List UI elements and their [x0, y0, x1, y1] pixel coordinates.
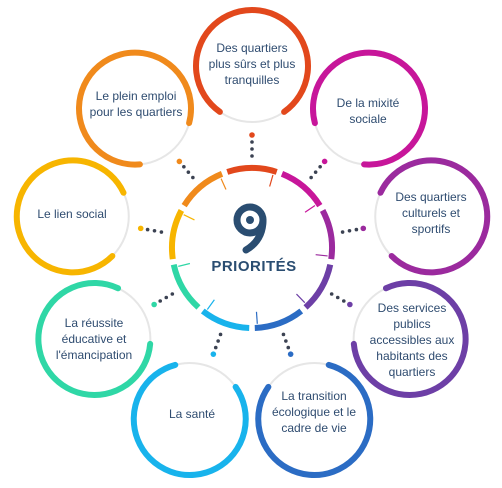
- connector-dot-security: [249, 132, 255, 138]
- connector-dot-culture-sport: [360, 225, 367, 232]
- connector-dot-employment: [176, 158, 183, 165]
- connector-dot-employment: [191, 175, 195, 180]
- connector-dot-social-link: [159, 230, 164, 234]
- connectors: [137, 132, 367, 357]
- connector-dot-public-services: [347, 301, 353, 308]
- connector-dot-social-mix: [309, 175, 313, 180]
- connector-dot-ecology: [281, 332, 286, 337]
- outer-rings: [13, 7, 491, 479]
- hub-segment-ecology: [254, 308, 304, 331]
- hub-segment-social-link: [169, 209, 185, 260]
- ring-arc-employment: [76, 49, 194, 168]
- connector-dot-ecology: [284, 339, 288, 343]
- hub-segment-culture-sport: [319, 209, 335, 260]
- connector-dot-social-mix: [318, 164, 322, 169]
- connector-dot-education: [151, 301, 157, 308]
- hub-tick-health: [206, 299, 215, 310]
- connector-dot-social-mix: [321, 158, 328, 165]
- hub-segment-security: [226, 165, 278, 175]
- connector-dot-social-link: [145, 227, 150, 232]
- connector-dot-education: [158, 299, 163, 303]
- connector-dot-culture-sport: [354, 227, 359, 232]
- priority-label-education: La réussite éducative et l'émancipation: [55, 316, 133, 362]
- connector-dot-health: [210, 351, 217, 357]
- hub-tick-public-services: [296, 293, 306, 304]
- ring-arc-social-mix: [310, 49, 428, 168]
- ring-arc-health: [130, 361, 249, 479]
- hub-tick-employment: [220, 178, 227, 190]
- hub-tick-ecology: [255, 311, 258, 324]
- ring-arc-ecology: [255, 361, 374, 479]
- connector-dot-health: [216, 339, 220, 343]
- connector-dot-social-link: [137, 225, 144, 232]
- ring-arc-social-link: [13, 157, 127, 276]
- hub-segment-social-mix: [280, 171, 323, 208]
- connector-dot-culture-sport: [340, 230, 345, 234]
- ring-arc-culture-sport: [377, 157, 491, 276]
- priority-label-health: La santé: [168, 407, 216, 421]
- connector-dot-health: [213, 345, 218, 350]
- center-title: PRIORITÉS: [211, 258, 297, 275]
- hub-segment-health: [200, 308, 250, 331]
- ring-arc-education: [35, 280, 154, 398]
- priority-label-ecology: La transition écologique et le cadre de …: [271, 389, 357, 435]
- priority-label-employment: Le plein emploi pour les quartiers: [89, 89, 183, 119]
- connector-dot-public-services: [335, 295, 340, 300]
- connector-dot-health: [218, 332, 223, 337]
- connector-dot-culture-sport: [347, 229, 352, 233]
- connector-dot-social-mix: [313, 170, 318, 174]
- connector-dot-employment: [182, 164, 186, 169]
- connector-dot-employment: [186, 170, 191, 174]
- nine-logo-icon: [233, 203, 267, 254]
- connector-dot-ecology: [287, 351, 294, 357]
- connector-dot-public-services: [329, 292, 334, 296]
- connector-dot-security: [250, 147, 254, 151]
- connector-dot-education: [164, 295, 169, 300]
- connector-dot-public-services: [341, 299, 346, 303]
- connector-dot-security: [250, 154, 254, 158]
- hub-segment-employment: [181, 171, 224, 208]
- ring-arc-public-services: [350, 280, 469, 398]
- priority-label-security: Des quartiers plus sûrs et plus tranquil…: [208, 41, 296, 87]
- priority-label-culture-sport: Des quartiers culturels et sportifs: [395, 190, 467, 236]
- connector-dot-ecology: [286, 345, 291, 350]
- priority-label-social-mix: De la mixité sociale: [336, 96, 400, 126]
- hub-segment-education: [170, 263, 201, 310]
- hub-tick-security: [269, 174, 274, 187]
- hub-tick-education: [178, 262, 191, 267]
- priority-label-social-link: Le lien social: [37, 207, 107, 221]
- connector-dot-social-link: [152, 229, 157, 233]
- ring-arc-security: [193, 7, 311, 115]
- hub-tick-social-link: [183, 214, 195, 221]
- connector-dot-education: [170, 292, 175, 296]
- connector-dot-security: [250, 140, 254, 144]
- hub-tick-social-mix: [304, 205, 316, 213]
- priority-label-public-services: Des services publics accessibles aux hab…: [369, 301, 455, 379]
- hub-segment-public-services: [303, 263, 334, 310]
- hub-tick-culture-sport: [315, 254, 328, 257]
